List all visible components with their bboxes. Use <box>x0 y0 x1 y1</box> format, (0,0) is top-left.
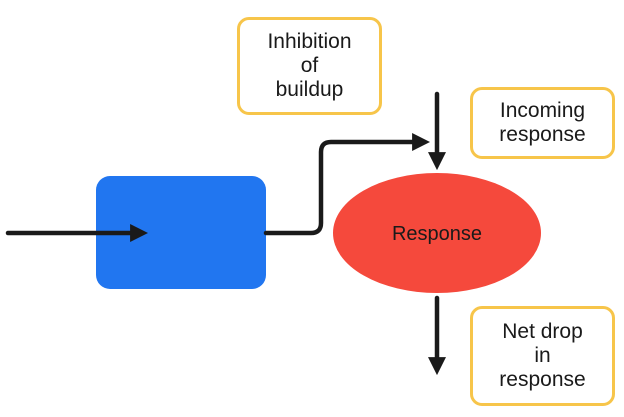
incoming-label-box: Incoming response <box>470 87 615 159</box>
inhibition-label: Inhibition of buildup <box>267 30 352 101</box>
response-label: Response <box>391 222 483 245</box>
net-drop-label: Net drop in response <box>499 320 586 391</box>
process-box <box>96 176 266 289</box>
net-drop-label-box: Net drop in response <box>470 306 615 406</box>
connector-arrow <box>263 133 431 236</box>
response-ellipse <box>333 173 541 293</box>
inhibition-label-box: Inhibition of buildup <box>237 17 382 115</box>
incoming-label: Incoming response <box>499 99 586 146</box>
